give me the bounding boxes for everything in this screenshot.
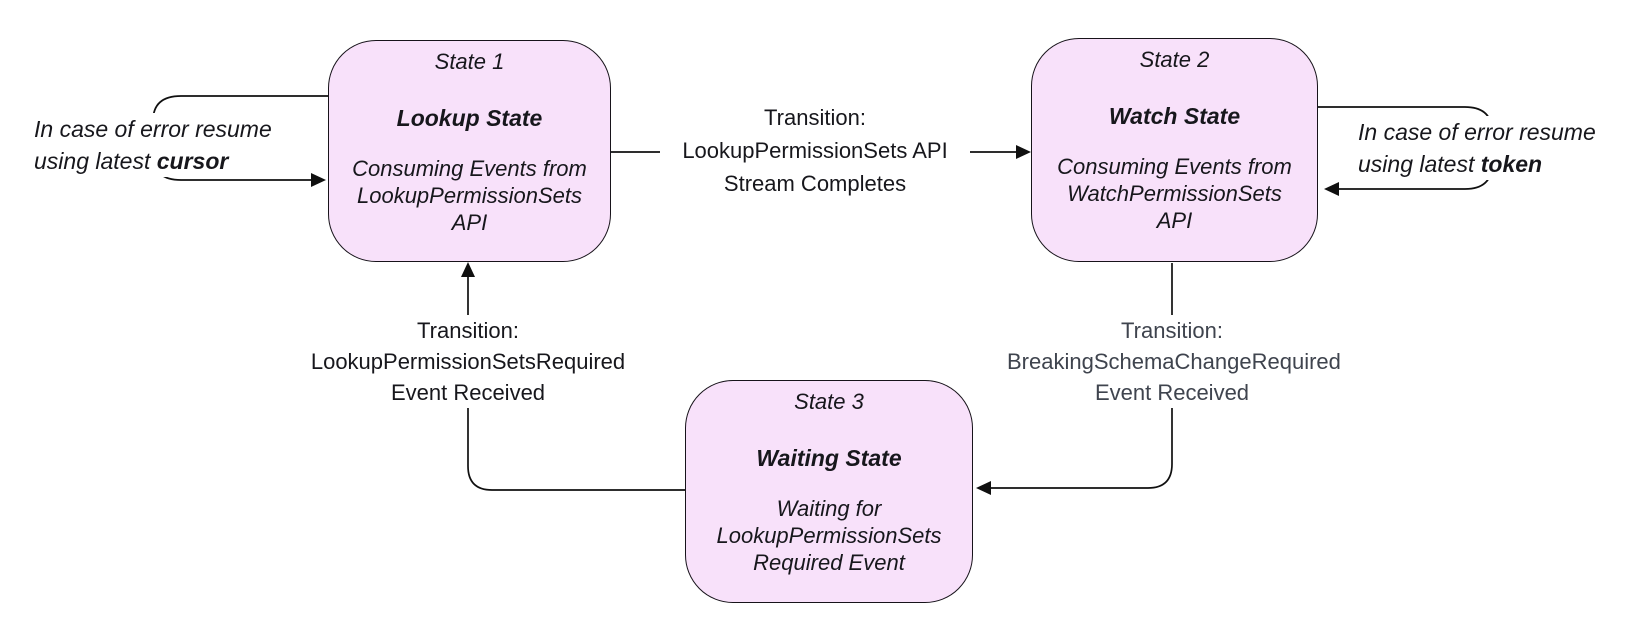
state-description-line: API [1156, 208, 1193, 233]
state-node-watch: State 2 Watch State Consuming Events fro… [1031, 38, 1318, 262]
state-description: Consuming Events from LookupPermissionSe… [352, 155, 587, 236]
state-node-waiting: State 3 Waiting State Waiting for Lookup… [685, 380, 973, 603]
error-note-line: In case of error resume [1358, 119, 1596, 145]
state-title: State 1 [434, 49, 505, 74]
transition-label-line: Stream Completes [723, 171, 907, 196]
transition-label-line: Transition: [764, 105, 866, 130]
transition-label-line: Transition: [1121, 318, 1223, 343]
error-note-line: using latest token [1358, 151, 1543, 177]
state-name: Lookup State [396, 105, 543, 131]
transition-label-line: LookupPermissionSetsRequired [310, 349, 626, 374]
transition-label-line: Event Received [1094, 380, 1250, 405]
arrow-watch-to-waiting [976, 263, 1173, 495]
transition-label-line: Event Received [390, 380, 546, 405]
state-description-line: Waiting for [776, 496, 882, 521]
error-note-bold-word: cursor [156, 148, 229, 174]
transition-label-watch-to-waiting: Transition: BreakingSchemaChangeRequired… [1007, 315, 1341, 408]
error-note-line: In case of error resume [34, 116, 272, 142]
state-description-line: API [451, 210, 488, 235]
transition-label-waiting-to-lookup: Transition: LookupPermissionSetsRequired… [308, 315, 628, 408]
state-description-line: WatchPermissionSets [1067, 181, 1282, 206]
error-note-cursor: In case of error resume using latest cur… [34, 113, 284, 177]
state-title: State 3 [794, 389, 864, 414]
state-title: State 2 [1139, 47, 1210, 72]
transition-label-line: LookupPermissionSets API [682, 138, 948, 163]
transition-label-lookup-to-watch: Transition: LookupPermissionSets API Str… [660, 101, 970, 200]
error-note-line: using latest cursor [34, 148, 229, 174]
state-description-line: LookupPermissionSets [356, 183, 582, 208]
state-name: Watch State [1108, 103, 1241, 129]
state-name: Waiting State [756, 445, 902, 471]
state-description-line: Required Event [753, 550, 905, 575]
error-note-token: In case of error resume using latest tok… [1358, 116, 1620, 180]
state-description: Waiting for LookupPermissionSets Require… [716, 495, 941, 576]
transition-label-line: Transition: [417, 318, 519, 343]
state-description-line: LookupPermissionSets [716, 523, 942, 548]
state-description-line: Consuming Events from [1057, 154, 1292, 179]
error-note-bold-word: token [1480, 151, 1543, 177]
transition-label-line: BreakingSchemaChangeRequired [1007, 349, 1341, 374]
arrow-waiting-to-lookup [461, 262, 685, 491]
state-description-line: Consuming Events from [352, 156, 587, 181]
state-node-lookup: State 1 Lookup State Consuming Events fr… [328, 40, 611, 262]
state-description: Consuming Events from WatchPermissionSet… [1057, 153, 1292, 234]
